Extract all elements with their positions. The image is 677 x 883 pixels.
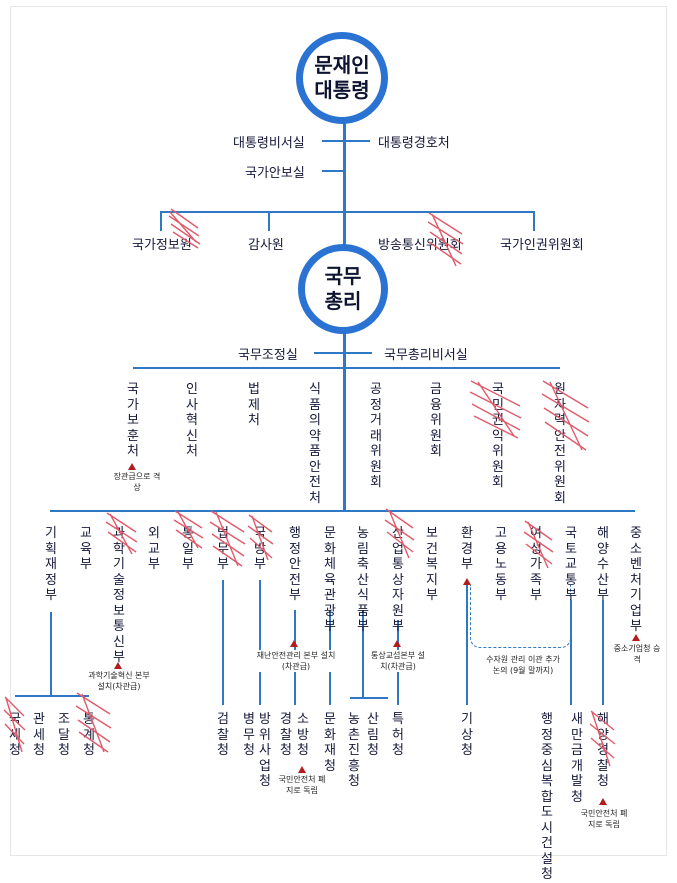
connector-independent-bar [160, 211, 535, 213]
independent-agency-humanrights: 국가인권위원회 [500, 238, 584, 253]
agency: 검찰청 [217, 712, 229, 758]
connector-security-service [346, 140, 370, 142]
note-water: 수자원 관리 이관 추가 논의 (9월 말까지) [482, 654, 564, 676]
pm-line1: 국무 [324, 264, 362, 288]
pm-line2: 총리 [324, 289, 362, 313]
prime-minister-circle: 국무 총리 [298, 244, 388, 334]
pm-agency-note: 장관급으로 격상 [113, 472, 161, 492]
independent-agency-audit: 감사원 [248, 238, 284, 253]
marker-triangle [128, 463, 136, 470]
note-science: 과학기술혁신 본부 설치(차관급) [88, 671, 150, 691]
agency: 산림청 [367, 712, 379, 758]
pm-agency: 식품의약품안전처 [309, 382, 321, 506]
agency: 관세청 [33, 712, 45, 758]
ministry: 환경부 [461, 526, 473, 572]
ministry: 교육부 [80, 526, 92, 572]
marker-triangle [114, 662, 122, 669]
agency: 방위사업청 [259, 712, 271, 789]
ministry: 고용노동부 [495, 526, 507, 603]
agency: 기상청 [461, 712, 473, 758]
ministry: 외교부 [148, 526, 160, 572]
agency: 해양경찰청 [597, 712, 609, 789]
president-circle: 문재인 대통령 [296, 32, 388, 124]
note-interior: 재난안전관리 본부 설치(차관급) [255, 650, 337, 672]
marker-triangle [632, 634, 640, 641]
ministry: 문화체육관광부 [324, 526, 336, 634]
ministry: 여성가족부 [530, 526, 542, 603]
connector-ministry-bar [50, 510, 635, 512]
president-name: 문재인 [314, 53, 370, 77]
connector-justice [222, 580, 224, 705]
agency: 새만금개발청 [571, 712, 583, 805]
ministry: 법무부 [217, 526, 229, 572]
connector-spine-top [343, 122, 346, 272]
connector-tax-bar [15, 695, 89, 697]
independent-agency-nis: 국가정보원 [132, 238, 192, 253]
agency: 국세청 [9, 712, 21, 758]
ministry: 통일부 [182, 526, 194, 572]
connector-secretariat [322, 140, 343, 142]
ministry: 국방부 [254, 526, 266, 572]
pm-secretariat: 국무총리비서실 [384, 348, 468, 363]
org-chart: 문재인 대통령 국무 총리 대통령비서실 국가안보실 대통령경호처 국가정보원 … [3, 6, 667, 882]
marker-triangle [290, 640, 298, 647]
presidential-security-service: 대통령경호처 [378, 136, 450, 151]
water-transfer-dashed-link [470, 585, 571, 648]
marker-triangle [463, 578, 471, 585]
connector-ocean [602, 600, 604, 705]
pm-coordination-office: 국무조정실 [238, 348, 298, 363]
president-title: 대통령 [314, 78, 370, 102]
note-fire: 국민안전처 폐지로 독립 [278, 775, 326, 795]
connector-coordination [314, 352, 343, 354]
independent-agency-kcc: 방송통신위원회 [378, 238, 462, 253]
ministry: 국토교통부 [565, 526, 577, 603]
pm-agency: 국가보훈처 [127, 382, 139, 459]
connector-independent-right [533, 211, 535, 231]
agency: 조달청 [58, 712, 70, 758]
marker-triangle [599, 798, 607, 805]
presidential-secretariat: 대통령비서실 [233, 136, 305, 151]
marker-triangle [393, 640, 401, 647]
connector-land [570, 600, 572, 705]
connector-independent-left [160, 211, 162, 231]
pm-agency: 법제처 [248, 382, 260, 428]
frame-border [10, 6, 667, 856]
marker-triangle [298, 766, 306, 773]
connector-tax-spine [50, 612, 52, 696]
agency: 경찰청 [280, 712, 292, 758]
pm-agency: 공정거래위원회 [370, 382, 382, 490]
pm-agency: 원자력안전위원회 [554, 382, 566, 506]
pm-agency: 국민권익위원회 [492, 382, 504, 490]
agency: 문화재청 [324, 712, 336, 774]
ministry: 행정안전부 [289, 526, 301, 603]
agency: 병무청 [243, 712, 255, 758]
pm-agency: 인사혁신처 [186, 382, 198, 459]
agency: 특허청 [392, 712, 404, 758]
connector-agriculture-spine [362, 610, 364, 698]
ministry: 기획재정부 [45, 526, 57, 603]
ministry: 보건복지부 [426, 526, 438, 603]
ministry: 과학기술정보통신부 [113, 526, 125, 665]
ministry: 농림축산식품부 [357, 526, 369, 634]
agency: 행정중심복합도시건설청 [541, 712, 553, 882]
connector-environment [466, 580, 468, 705]
agency: 농촌진흥청 [348, 712, 360, 789]
connector-pm-agency-bar [133, 367, 560, 369]
note-industry: 통상교섭본부 설치(차관급) [368, 650, 428, 672]
agency: 소방청 [297, 712, 309, 758]
connector-security-office [322, 170, 343, 172]
ministry: 산업통상자원부 [392, 526, 404, 634]
national-security-office: 국가안보실 [245, 166, 305, 181]
connector-independent-mid [268, 211, 270, 231]
note-coast: 국민안전처 폐지로 독립 [580, 809, 628, 829]
ministry: 해양수산부 [597, 526, 609, 603]
connector-defense [259, 580, 261, 705]
pm-agency: 금융위원회 [430, 382, 442, 459]
connector-agriculture-bar [350, 697, 388, 699]
connector-pm-secretariat [346, 352, 372, 354]
note-sme: 중소기업청 승격 [613, 644, 661, 664]
ministry: 중소벤처기업부 [630, 526, 642, 634]
connector-spine-mid [343, 324, 346, 510]
agency: 통계청 [83, 712, 95, 758]
